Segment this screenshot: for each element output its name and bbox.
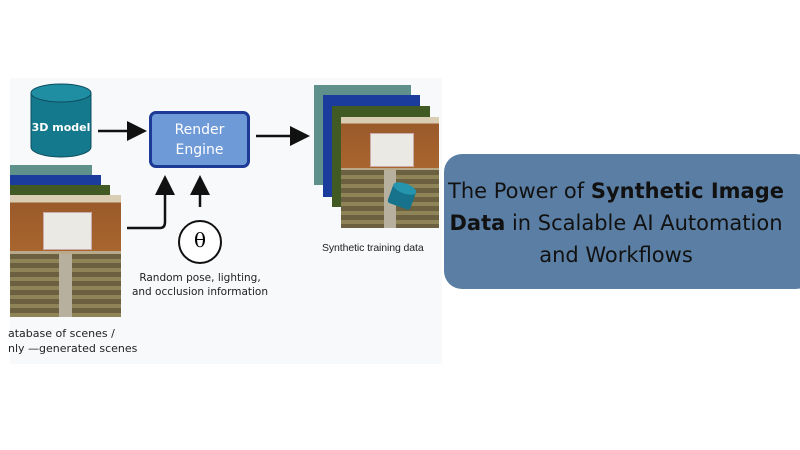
rendered-cylinder-icon: [387, 182, 417, 210]
title-text: in Scalable AI Automation: [505, 211, 783, 235]
scenes-caption-line2: nly —generated scenes: [8, 342, 138, 355]
title-line3: and Workflows: [539, 243, 693, 267]
render-engine-box: Render Engine: [149, 111, 250, 168]
title-line1: The Power of Synthetic Image: [444, 175, 788, 207]
arrows: [98, 121, 310, 264]
theta-circle: [178, 220, 222, 264]
engine-label-1: Render: [174, 121, 225, 138]
database-cylinder-icon: [30, 83, 92, 158]
param-caption-line2: and occlusion information: [131, 286, 269, 298]
output-photo: [341, 117, 439, 228]
title-bold: Data: [449, 211, 506, 235]
title-bold: Synthetic Image: [590, 179, 784, 203]
engine-label-2: Engine: [175, 141, 224, 158]
output-caption: Synthetic training data: [322, 242, 424, 254]
title-line2: Data in Scalable AI Automation: [444, 207, 788, 239]
arrow-scenes-to-engine: [127, 175, 175, 230]
scene-photo: [10, 195, 121, 317]
model-label: 3D model: [31, 121, 91, 134]
param-caption: Random pose, lighting, and occlusion inf…: [130, 271, 270, 299]
param-caption-line1: Random pose, lighting,: [139, 272, 261, 284]
scenes-caption-line1: atabase of scenes /: [8, 327, 115, 340]
scenes-caption: atabase of scenes / nly —generated scene…: [8, 326, 137, 356]
theta-symbol: θ: [193, 228, 207, 252]
title-text: The Power of: [448, 179, 591, 203]
title-box: The Power of Synthetic Image Data in Sca…: [444, 154, 800, 289]
